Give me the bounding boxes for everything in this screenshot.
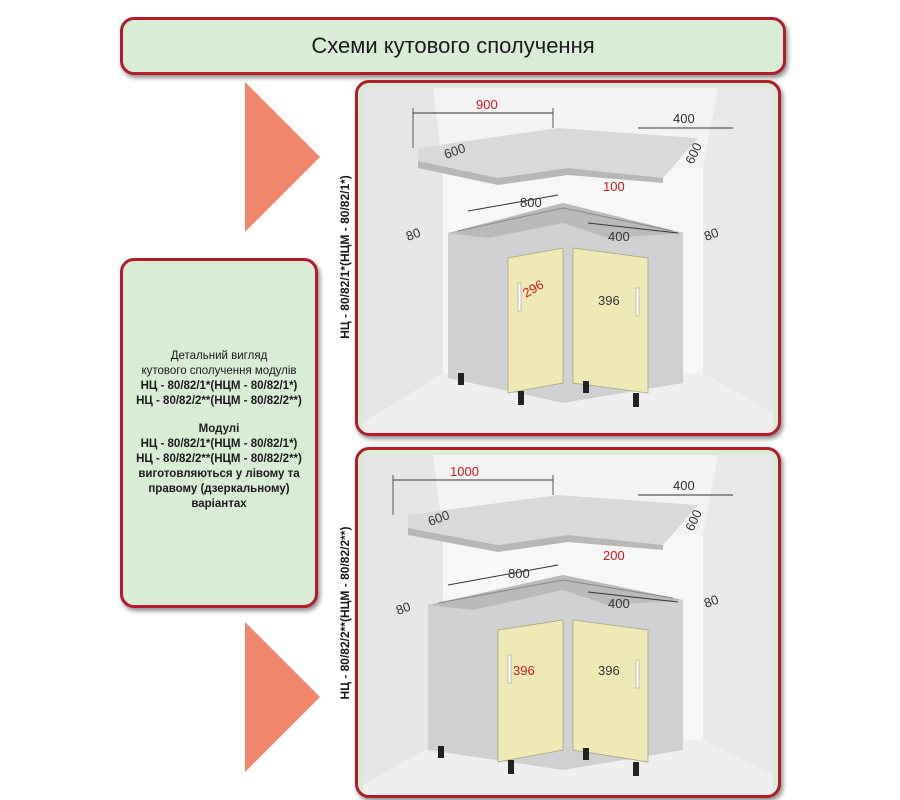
dim-inner-width: 400 [608, 229, 630, 244]
dim-side-left: 80 [394, 599, 413, 618]
detail-text: Детальний вигляд [170, 350, 268, 362]
arrow-right-icon-top [245, 82, 320, 232]
dim-top-depth-left: 600 [442, 140, 468, 162]
dim-gap-red: 200 [603, 548, 625, 563]
dim-door-right: 396 [598, 663, 620, 678]
corner-diagram-1: 900 400 600 600 800 100 400 80 80 296 39… [355, 80, 781, 436]
modules-note: виготовляються у лівому та [138, 468, 300, 480]
dim-top-width: 400 [673, 111, 695, 126]
module-code: НЦ - 80/82/1*(НЦМ - 80/82/1*) [140, 380, 298, 392]
diagram-side-label-bottom: НЦ - 80/82/2**(НЦМ - 80/82/2**) [338, 526, 352, 700]
dim-top-width: 400 [673, 478, 695, 493]
dim-base-width: 800 [520, 195, 542, 210]
dim-base-width: 800 [508, 566, 530, 581]
dim-door-right: 396 [598, 293, 620, 308]
dim-side-right: 80 [702, 592, 721, 611]
dim-top-width-red: 1000 [450, 464, 479, 479]
dim-inner-width: 400 [608, 596, 630, 611]
modules-note: варіантах [191, 498, 247, 510]
page-title: Схеми кутового сполучення [311, 33, 595, 58]
dim-door-left-red: 396 [513, 663, 535, 678]
dim-side-left: 80 [404, 225, 423, 244]
detail-text: кутового сполучення модулів [141, 365, 297, 377]
arrow-right-icon-bottom [245, 622, 320, 772]
module-code: НЦ - 80/82/1*(НЦМ - 80/82/1*) [140, 438, 298, 450]
corner-diagram-2: 1000 400 600 600 800 200 400 80 80 396 3… [355, 447, 781, 798]
modules-heading: Модулі [198, 423, 240, 435]
title-banner: Схеми кутового сполучення [120, 17, 786, 75]
dim-top-width-red: 900 [476, 97, 498, 112]
module-code: НЦ - 80/82/2**(НЦМ - 80/82/2**) [136, 395, 302, 407]
corner-cabinet-drawing: 900 400 600 600 800 100 400 80 80 296 39… [363, 88, 773, 433]
dim-top-depth-left: 600 [426, 507, 452, 529]
info-box: Детальний вигляд кутового сполучення мод… [120, 258, 318, 608]
dim-side-right: 80 [702, 225, 721, 244]
corner-cabinet-drawing: 1000 400 600 600 800 200 400 80 80 396 3… [363, 455, 773, 795]
diagram-side-label-top: НЦ - 80/82/1*(НЦМ - 80/82/1*) [338, 175, 352, 339]
dim-gap-red: 100 [603, 179, 625, 194]
modules-note: правому (дзеркальному) [148, 483, 290, 495]
module-code: НЦ - 80/82/2**(НЦМ - 80/82/2**) [136, 453, 302, 465]
